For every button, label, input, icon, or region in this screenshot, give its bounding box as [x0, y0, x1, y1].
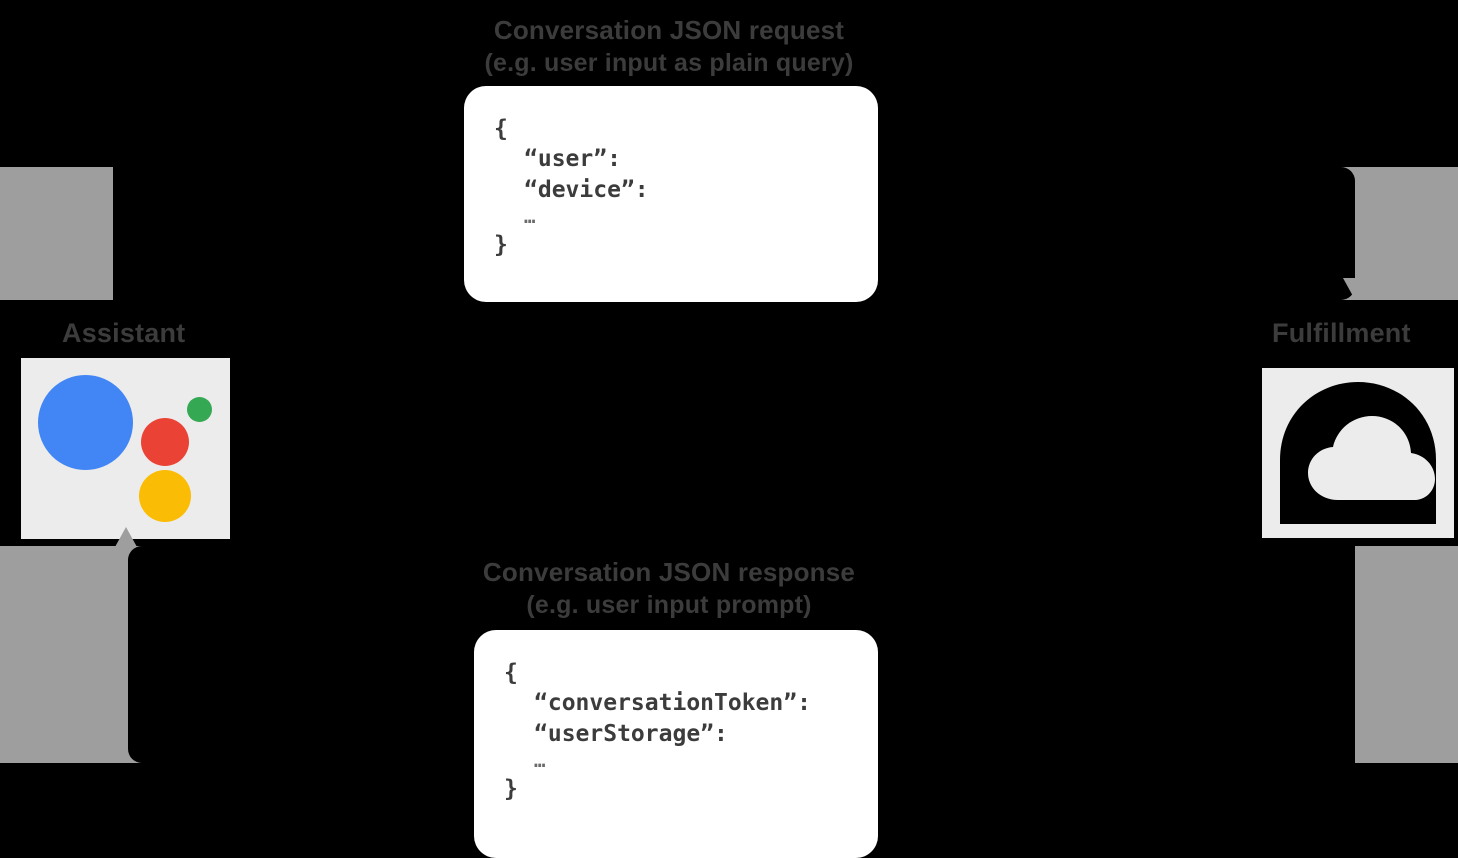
request-json-card: { “user”: “device”: … } — [464, 86, 878, 302]
cloud-glyph-icon — [1280, 382, 1436, 524]
request-json-key-user: “user”: — [524, 146, 621, 173]
request-flow-caption: Conversation JSON request (e.g. user inp… — [429, 14, 909, 79]
request-arrowhead-icon — [1343, 278, 1365, 298]
request-json-key-device: “device”: — [524, 176, 649, 203]
response-json-card: { “conversationToken”: “userStorage”: … … — [474, 630, 878, 858]
assistant-dot-red-icon — [141, 418, 189, 466]
response-flow-title: Conversation JSON response — [482, 557, 856, 587]
fulfillment-node-label: Fulfillment — [1272, 318, 1411, 348]
response-flow-subtitle: (e.g. user input prompt) — [526, 591, 812, 620]
cloud-icon — [1262, 368, 1454, 538]
request-json-close-brace: } — [494, 232, 508, 259]
request-flow-subtitle: (e.g. user input as plain query) — [484, 49, 854, 78]
response-json-ellipsis: … — [534, 750, 547, 773]
assistant-dot-blue-icon — [38, 375, 133, 470]
assistant-dot-yellow-icon — [139, 470, 191, 522]
response-json-close-brace: } — [504, 776, 518, 803]
response-flow-caption: Conversation JSON response (e.g. user in… — [429, 556, 909, 621]
google-assistant-logo-icon — [21, 358, 230, 539]
request-flow-title: Conversation JSON request — [493, 15, 845, 45]
request-json-ellipsis: … — [524, 206, 537, 229]
response-json-open-brace: { — [504, 660, 518, 686]
response-json-key-conversationtoken: “conversationToken”: — [534, 690, 811, 717]
assistant-node-label: Assistant — [62, 318, 186, 348]
assistant-dot-green-icon — [187, 397, 212, 422]
request-json-open-brace: { — [494, 116, 508, 142]
response-json-key-userstorage: “userStorage”: — [534, 720, 728, 747]
response-arrowhead-icon — [115, 527, 137, 547]
